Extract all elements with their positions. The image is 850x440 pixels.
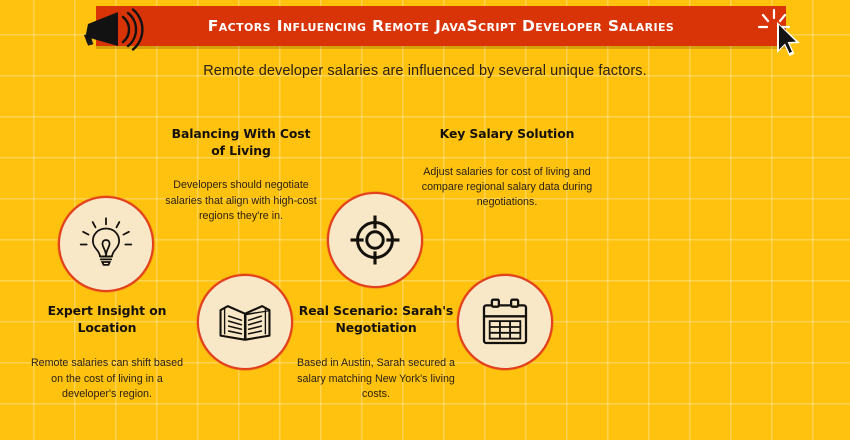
item-body: Adjust salaries for cost of living and c…	[421, 165, 593, 209]
item-heading: Key Salary Solution	[439, 126, 575, 141]
node-key-salary-solution[interactable]	[457, 274, 553, 370]
item-heading: Real Scenario: Sarah's Negotiation	[298, 303, 454, 335]
click-cursor-icon	[752, 6, 808, 56]
megaphone-icon	[78, 8, 150, 52]
open-book-icon	[197, 274, 293, 370]
item-body: Developers should negotiate salaries tha…	[165, 179, 317, 222]
item-body: Remote salaries can shift based on the c…	[30, 357, 184, 400]
text-block-real-scenario-sarahs-negotiation: Real Scenario: Sarah's Negotiation Based…	[288, 303, 464, 402]
node-expert-insight-on-location[interactable]	[58, 196, 154, 292]
text-block-balancing-with-cost-of-living: Balancing With Cost of Living Developers…	[163, 126, 319, 224]
lightbulb-icon	[58, 196, 154, 292]
node-circle	[327, 192, 423, 288]
text-block-key-salary-solution: Key Salary Solution Adjust salaries for …	[421, 126, 593, 210]
calendar-icon	[457, 274, 553, 370]
page-title: Factors Influencing Remote JavaScript De…	[207, 17, 675, 35]
item-heading: Expert Insight on Location	[47, 303, 167, 335]
banner-background-bar	[96, 6, 786, 49]
target-crosshair-icon	[327, 192, 423, 288]
node-balancing-with-cost-of-living[interactable]	[197, 274, 293, 370]
header-banner: Factors Influencing Remote JavaScript De…	[0, 0, 850, 58]
subtitle: Remote developer salaries are influenced…	[203, 63, 647, 79]
item-heading: Balancing With Cost of Living	[171, 126, 311, 158]
text-block-expert-insight-on-location: Expert Insight on Location Remote salari…	[26, 303, 188, 402]
item-body: Based in Austin, Sarah secured a salary …	[296, 357, 456, 400]
node-real-scenario-sarahs-negotiation[interactable]	[327, 192, 423, 288]
node-circle	[58, 196, 154, 292]
